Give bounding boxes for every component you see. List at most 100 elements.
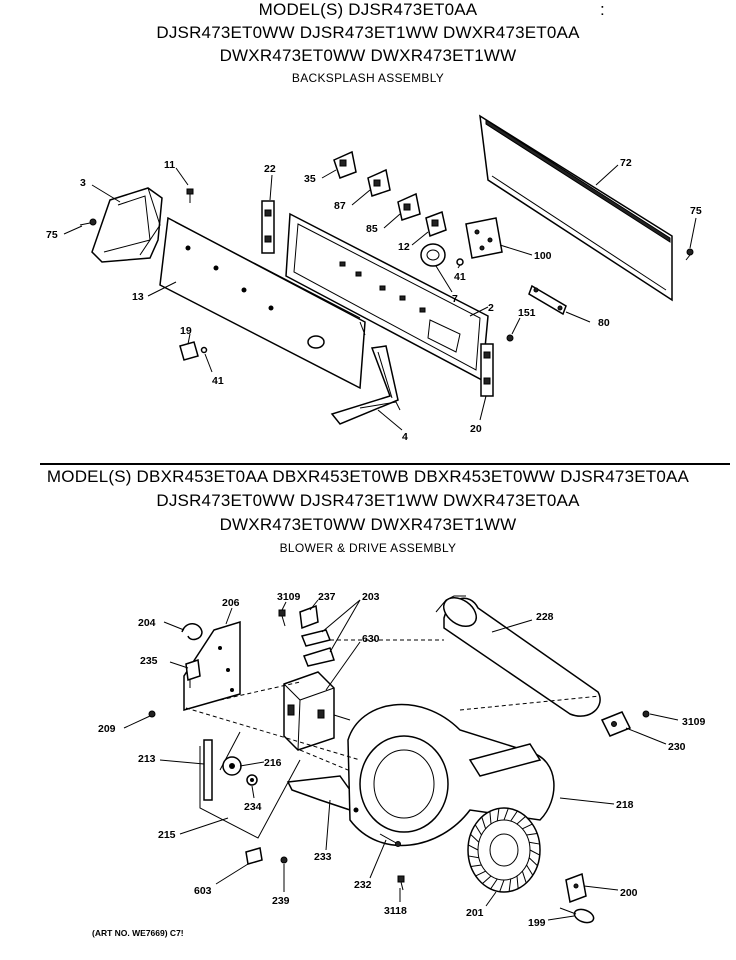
- section1-leader-lines: [63, 164, 697, 431]
- blower-blade: [529, 849, 540, 856]
- section1-models-line2: DJSR473ET0WW DJSR473ET1WW DWXR473ET0AA: [156, 23, 580, 42]
- callout-232: 232: [354, 879, 372, 891]
- part-85-switch: [397, 192, 421, 221]
- part-22-bracket: [261, 200, 275, 254]
- blower-blade: [528, 857, 538, 867]
- callout-20: 20: [470, 423, 482, 435]
- section1-callout-labels: 3 75 11 22 35 87 85 12 100 41 7 72 75 13…: [46, 157, 702, 443]
- callout-151: 151: [518, 307, 536, 319]
- part-7-knob: [420, 243, 446, 267]
- callout-41: 41: [454, 271, 466, 283]
- callout-213: 213: [138, 753, 156, 765]
- section1-colon: :: [600, 0, 605, 19]
- callout-215: 215: [158, 829, 176, 841]
- callout-3118: 3118: [384, 905, 407, 917]
- callout-87: 87: [334, 200, 346, 212]
- part-200-bracket: [565, 872, 587, 904]
- section2-leader-lines: [123, 599, 679, 921]
- section2-callout-labels: 204 206 3109 237 203 228 235 630 209 310…: [98, 591, 706, 929]
- callout-13: 13: [132, 291, 144, 303]
- blower-blade: [529, 841, 540, 845]
- part-20-bracket: [480, 343, 494, 397]
- callout-2: 2: [488, 302, 494, 314]
- callout-237: 237: [318, 591, 336, 603]
- blower-blade: [516, 875, 519, 889]
- callout-199: 199: [528, 917, 546, 929]
- callout-218: 218: [616, 799, 634, 811]
- callout-75-right: 75: [690, 205, 702, 217]
- part-232-screw: [379, 833, 401, 847]
- part-199-bolt: [559, 907, 595, 924]
- blower-blade: [474, 824, 482, 836]
- part-3-end-cap: [91, 187, 163, 263]
- part-213-idler-arm: [203, 731, 241, 801]
- callout-72: 72: [620, 157, 632, 169]
- blower-blade: [475, 870, 486, 877]
- part-228-drum-cylinder: [435, 595, 601, 717]
- part-603-clip: [245, 847, 263, 865]
- blower-blade: [490, 878, 498, 890]
- blower-blade: [496, 808, 500, 822]
- part-3109-screw-right: [642, 710, 650, 718]
- part-216-pulley: [222, 756, 242, 776]
- part-204-clip: [181, 623, 203, 641]
- callout-239: 239: [272, 895, 290, 907]
- section1-title: BACKSPLASH ASSEMBLY: [291, 71, 445, 85]
- part-3109-screw-top: [278, 609, 286, 627]
- callout-22: 22: [264, 163, 276, 175]
- part-630-motor: [283, 671, 351, 751]
- section-divider: [40, 463, 730, 465]
- part-203-brackets: [300, 629, 335, 667]
- section2-models-line1: MODEL(S) DBXR453ET0AA DBXR453ET0WB DBXR4…: [46, 467, 690, 486]
- part-80-bracket: [528, 284, 567, 316]
- blower-blade: [516, 816, 526, 825]
- callout-233: 233: [314, 851, 332, 863]
- part-239-screw: [280, 856, 288, 864]
- callout-85: 85: [366, 223, 378, 235]
- blower-blade: [468, 844, 479, 851]
- blower-blade: [481, 816, 487, 829]
- blower-blade: [526, 833, 538, 836]
- part-237-clip: [299, 604, 319, 630]
- callout-11: 11: [164, 159, 175, 171]
- blower-blade: [522, 823, 533, 830]
- callout-230: 230: [668, 741, 686, 753]
- part-72-rear-cover: [479, 114, 673, 302]
- callout-7: 7: [452, 293, 458, 305]
- part-151-screw: [506, 334, 514, 342]
- blower-blade: [508, 878, 512, 892]
- part-4-end-cap: [330, 345, 401, 425]
- art-number: (ART NO. WE7669) C7!: [92, 928, 184, 938]
- callout-41-lower: 41: [212, 375, 224, 387]
- blower-blade: [470, 864, 482, 867]
- section2-models-line3: DWXR473ET0WW DWXR473ET1WW: [219, 515, 517, 534]
- section1-models-line3: DWXR473ET0WW DWXR473ET1WW: [219, 46, 517, 65]
- callout-228: 228: [536, 611, 554, 623]
- part-75-screw-right: [685, 248, 694, 261]
- callout-603: 603: [194, 885, 212, 897]
- blower-blade: [510, 810, 518, 822]
- callout-209: 209: [98, 723, 116, 735]
- callout-80: 80: [598, 317, 610, 329]
- part-19-indicator-light: [179, 341, 208, 361]
- part-13-control-panel: [159, 216, 366, 390]
- callout-75-left: 75: [46, 229, 58, 241]
- callout-234: 234: [244, 801, 262, 813]
- callout-203: 203: [362, 591, 380, 603]
- section2-alignment-lines: [185, 639, 601, 771]
- part-209-screw: [148, 710, 156, 718]
- blower-blade: [470, 833, 480, 843]
- callout-630: 630: [362, 633, 380, 645]
- part-234-washer: [246, 774, 258, 786]
- part-87-switch: [367, 168, 391, 197]
- callout-12: 12: [398, 241, 410, 253]
- part-235-fastener: [185, 658, 201, 688]
- section2-title: BLOWER & DRIVE ASSEMBLY: [279, 541, 457, 555]
- part-3118-screw: [397, 875, 405, 891]
- part-35-switch: [333, 150, 357, 179]
- part-75-screw-left: [79, 218, 97, 226]
- callout-35: 35: [304, 173, 316, 185]
- blower-blade: [503, 808, 509, 821]
- callout-206: 206: [222, 597, 240, 609]
